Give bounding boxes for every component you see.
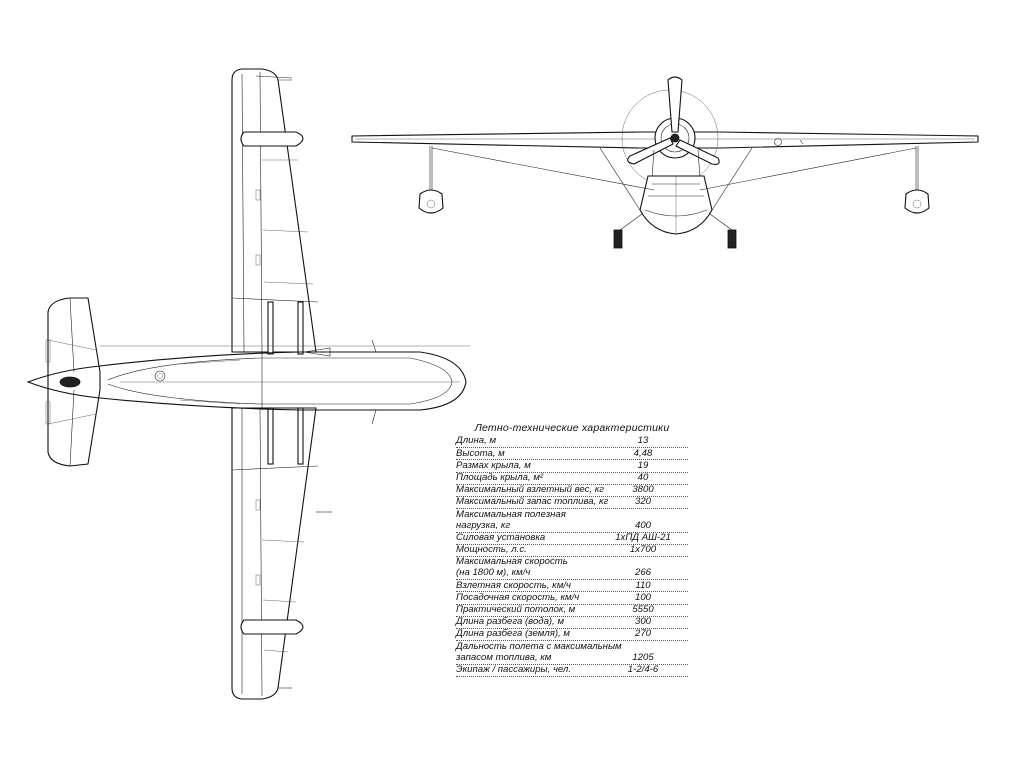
spec-row: Длина разбега (вода), м 300: [456, 616, 688, 629]
spec-value: 1хПД АШ-21: [615, 531, 671, 543]
spec-row: Дальность полета с максимальным: [456, 641, 688, 652]
spec-label: Практический потолок, м: [456, 604, 576, 616]
spec-value: 40: [637, 471, 649, 483]
spec-value: 1х700: [629, 544, 657, 556]
spec-value: 266: [634, 567, 651, 579]
spec-row: Взлетная скорость, км/ч 110: [456, 579, 688, 593]
front-engine: [627, 76, 720, 165]
spec-value: 13: [637, 435, 649, 447]
spec-row: Посадочная скорость, км/ч 100: [456, 591, 688, 605]
spec-label: Мощность, л.с.: [456, 544, 527, 556]
spec-label: Взлетная скорость, км/ч: [456, 579, 571, 591]
plan-upper-struts: [267, 301, 304, 355]
spec-row: Практический потолок, м 5550: [456, 604, 688, 617]
spec-label: Максимальный запас топлива, кг: [456, 496, 609, 508]
spec-row: Силовая установка 1хПД АШ-21: [456, 531, 688, 545]
spec-label: Посадочная скорость, км/ч: [456, 591, 580, 603]
spec-row: Максимальная скорость: [456, 556, 688, 568]
spec-row: Максимальный взлетный вес, кг 3800: [456, 484, 688, 497]
spec-label: (на 1800 м), км/ч: [456, 567, 531, 579]
spec-label: Максимальная скорость: [456, 556, 568, 568]
spec-value: 1205: [632, 651, 654, 663]
spec-label: Силовая установка: [456, 531, 546, 543]
spec-row: Длина, м 13: [456, 435, 688, 449]
spec-label: запасом топлива, км: [456, 651, 552, 663]
spec-table: Летно-технические характеристики Длина, …: [456, 422, 688, 677]
spec-label: Экипаж / пассажиры, чел.: [456, 663, 571, 675]
spec-label: Высота, м: [456, 447, 505, 459]
plan-lower-struts: [267, 407, 304, 465]
spec-row: Экипаж / пассажиры, чел. 1-2/4-6: [456, 663, 688, 677]
front-landing-gear: [613, 213, 737, 249]
spec-row: Максимальная полезная: [456, 509, 688, 520]
plan-upper-float: [240, 131, 304, 147]
spec-row: Площадь крыла, м² 40: [456, 471, 688, 485]
spec-value: 400: [634, 519, 651, 531]
spec-label: Размах крыла, м: [456, 459, 531, 471]
spec-value: 270: [634, 628, 651, 640]
spec-row: (на 1800 м), км/ч 266: [456, 567, 688, 581]
spec-value: 300: [634, 616, 651, 628]
spec-value: 1-2/4-6: [627, 663, 659, 675]
spec-value: 3800: [632, 484, 654, 496]
spec-value: 4,48: [633, 447, 653, 459]
spec-label: Площадь крыла, м²: [456, 471, 544, 483]
spec-label: Длина разбега (земля), м: [456, 628, 570, 640]
spec-label: Максимальный взлетный вес, кг: [456, 484, 605, 496]
spec-value: 320: [634, 496, 651, 508]
plan-view: [26, 68, 470, 700]
plan-lower-wing: [231, 407, 319, 700]
spec-row: Мощность, л.с. 1х700: [456, 544, 688, 557]
spec-label: Длина, м: [456, 435, 497, 447]
spec-value: 19: [637, 459, 649, 471]
spec-row: Максимальный запас топлива, кг 320: [456, 496, 688, 510]
front-view: [351, 76, 979, 249]
spec-row: запасом топлива, км 1205: [456, 651, 688, 665]
spec-value: 110: [635, 579, 651, 591]
spec-label: нагрузка, кг: [456, 519, 511, 531]
spec-label: Дальность полета с максимальным: [456, 640, 622, 652]
front-struts: [431, 147, 917, 211]
front-left-float: [418, 146, 444, 214]
plan-lower-float: [240, 619, 304, 635]
spec-value: 100: [634, 591, 651, 603]
spec-row: нагрузка, кг 400: [456, 519, 688, 533]
spec-label: Длина разбега (вода), м: [456, 616, 565, 628]
spec-row: Длина разбега (земля), м 270: [456, 628, 688, 642]
spec-row: Размах крыла, м 19: [456, 459, 688, 473]
front-hull: [639, 149, 713, 235]
spec-row: Высота, м 4,48: [456, 447, 688, 461]
spec-label: Максимальная полезная: [456, 508, 566, 520]
spec-value: 5550: [632, 604, 654, 616]
front-right-float: [904, 146, 930, 214]
plan-hull: [26, 339, 467, 425]
plan-upper-wing: [231, 68, 319, 353]
spec-table-title: Летно-технические характеристики: [474, 422, 670, 434]
plan-tailplane: [45, 297, 101, 467]
